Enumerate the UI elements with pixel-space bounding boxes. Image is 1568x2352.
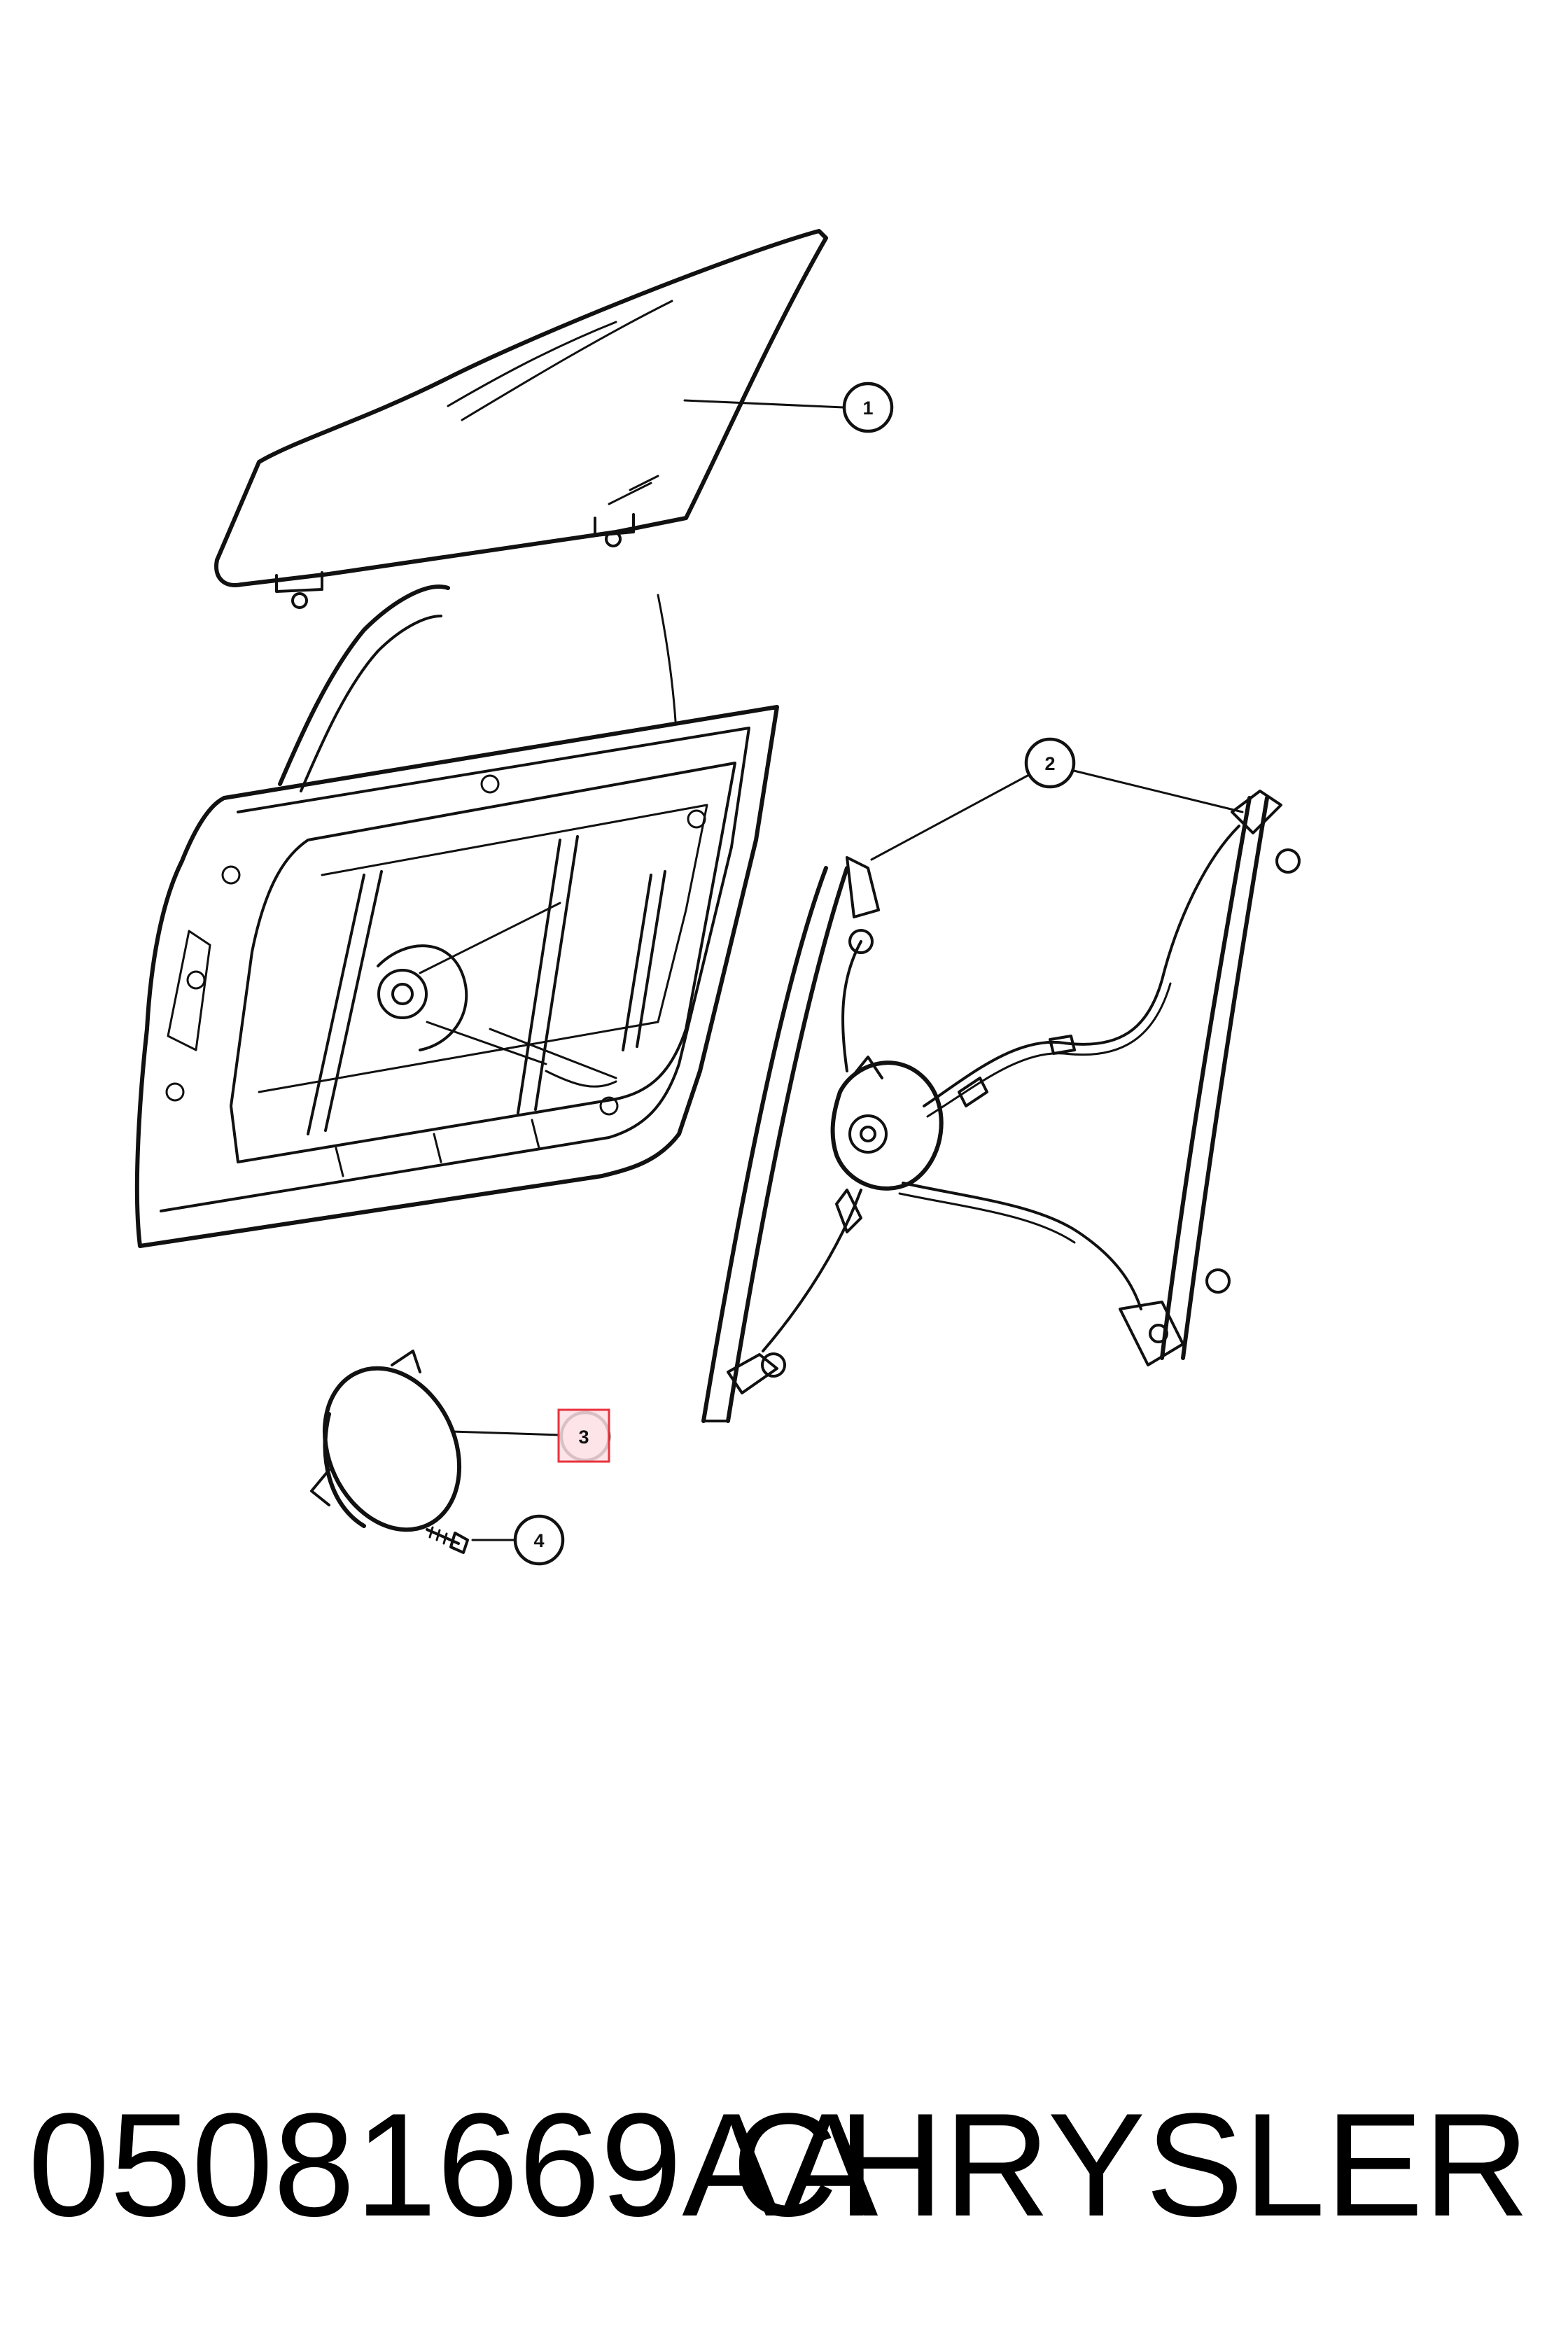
part-number: 05081669AA: [28, 2082, 878, 2247]
callout-1-label: 1: [862, 398, 873, 419]
screw-drawing: [426, 1526, 469, 1554]
brand-name: CHRYSLER: [732, 2082, 1530, 2247]
leader-lines: [450, 399, 1244, 1541]
callout-2-label: 2: [1044, 753, 1055, 774]
callout-4: 4: [513, 1514, 565, 1566]
callout-3[interactable]: 3: [557, 1408, 611, 1463]
callout-4-label: 4: [533, 1530, 544, 1551]
window-regulator-drawing: [701, 790, 1301, 1423]
callout-2: 2: [1024, 737, 1076, 789]
callout-3-highlight: [557, 1408, 610, 1463]
window-motor-drawing: [310, 1350, 462, 1532]
callout-3-label: 3: [578, 1427, 589, 1448]
door-glass-drawing: [214, 229, 828, 609]
callout-1: 1: [842, 382, 894, 433]
door-panel-drawing: [134, 584, 779, 1248]
